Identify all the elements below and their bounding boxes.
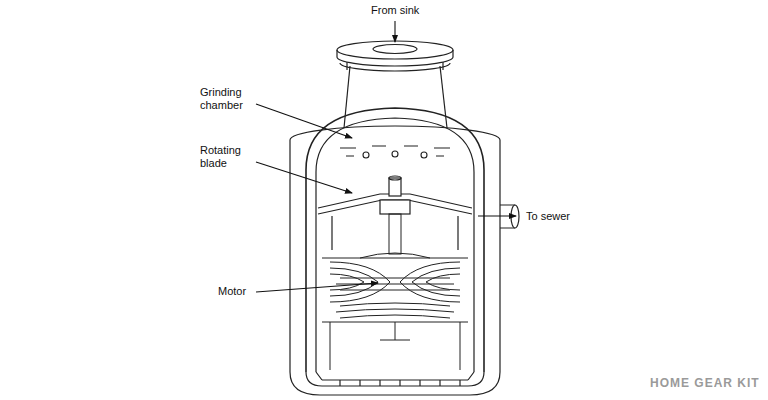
- part-label: Motor: [218, 285, 254, 298]
- leader-lines: [256, 21, 516, 292]
- leader-line: [256, 283, 378, 292]
- leader-line: [256, 104, 352, 138]
- watermark: HOME GEAR KIT: [650, 377, 762, 390]
- housing: [290, 41, 519, 395]
- part-label: Grinding chamber: [200, 86, 252, 112]
- grinding-chamber: [340, 146, 450, 158]
- rotating-blade: [318, 176, 472, 250]
- flow-label: From sink: [371, 4, 441, 17]
- part-label: Rotating blade: [200, 144, 252, 170]
- flow-arrow: [394, 21, 395, 42]
- flow-arrow: [478, 215, 516, 216]
- leader-line: [256, 162, 352, 193]
- flow-label: To sewer: [526, 210, 596, 223]
- motor: [322, 214, 468, 370]
